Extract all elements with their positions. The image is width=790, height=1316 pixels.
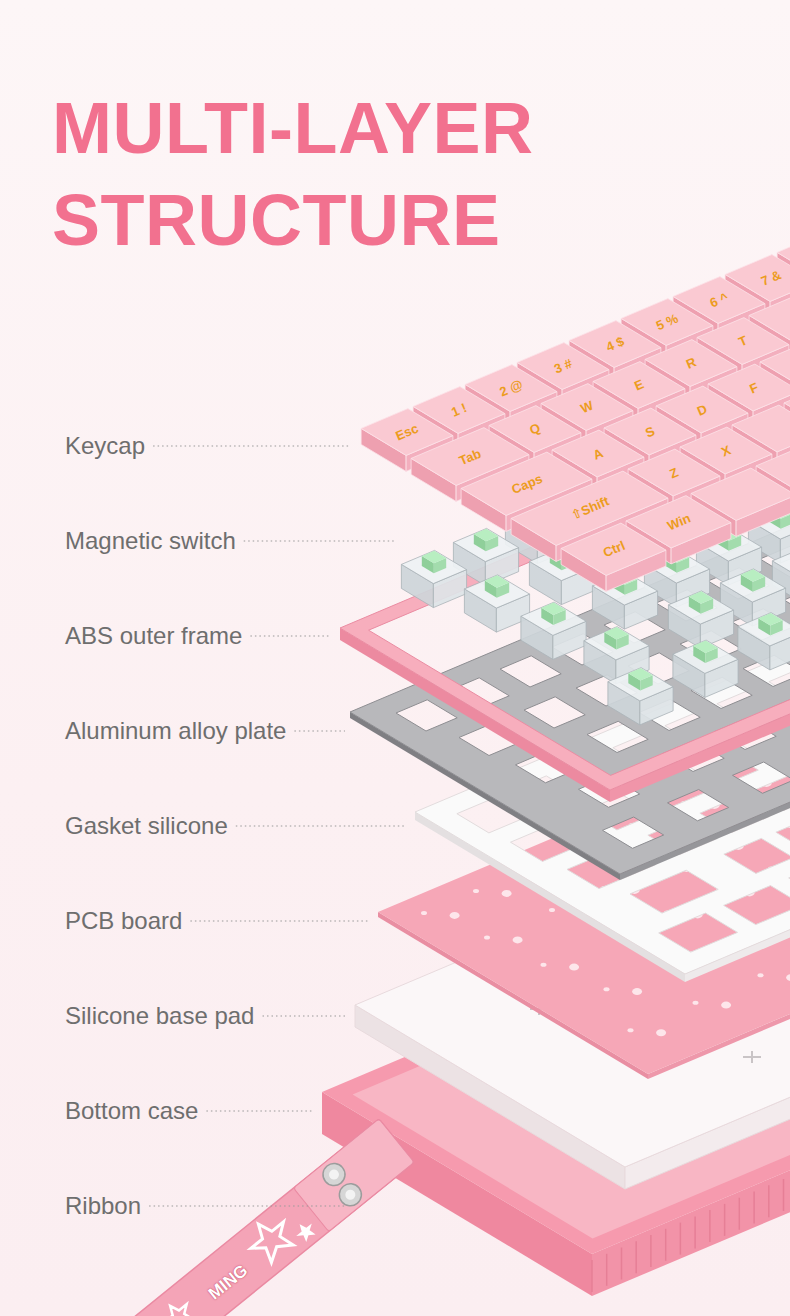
switch-stem (422, 551, 446, 563)
case-rib (606, 1254, 608, 1286)
star (292, 1218, 319, 1245)
ribbon-strap (130, 1119, 414, 1316)
leader-line (153, 445, 350, 446)
case-rib (709, 1210, 711, 1242)
magnetic-switch (668, 591, 733, 624)
case-rib (650, 1235, 652, 1267)
magnetic-switch (464, 575, 529, 608)
leader-line (263, 1015, 346, 1016)
part-label: Ribbon (65, 1192, 141, 1220)
part-label: ABS outer frame (65, 622, 242, 650)
magnetic-switch (720, 569, 785, 602)
pcb-hole (656, 1029, 666, 1036)
part-label: PCB board (65, 907, 182, 935)
switch-stem (604, 627, 628, 640)
leader-line (294, 730, 345, 731)
part-label: Bottom case (65, 1097, 198, 1125)
pad-cross (751, 1051, 753, 1063)
pcb-hole (786, 974, 790, 981)
magnetic-switch (673, 640, 738, 673)
strap (130, 1119, 414, 1316)
leader-line (250, 635, 330, 636)
part-label: Gasket silicone (65, 812, 228, 840)
switch-stem (474, 529, 498, 541)
magnetic-switch (772, 547, 790, 580)
magnetic-switch (401, 550, 466, 583)
strap-fold (293, 1119, 414, 1232)
abs-frame (340, 628, 610, 802)
snap-button (327, 1168, 341, 1182)
leader-line (190, 920, 370, 921)
case-rib (768, 1185, 770, 1217)
leader-line (236, 825, 405, 826)
case-rib (680, 1223, 682, 1255)
leader-line (244, 540, 395, 541)
case-rib (635, 1241, 637, 1273)
part-label: Magnetic switch (65, 527, 236, 555)
case-rib (753, 1191, 755, 1223)
page-title: MULTI-LAYER STRUCTURE (52, 82, 592, 266)
pcb-hole (484, 936, 490, 940)
case-rib (621, 1248, 623, 1280)
abs-frame (340, 254, 790, 790)
pcb-hole (450, 912, 460, 919)
switch-stem (541, 603, 565, 616)
pcb-hole (513, 936, 523, 943)
switch-stem (628, 668, 652, 681)
part-label: Keycap (65, 432, 145, 460)
pcb-hole (421, 911, 427, 915)
case-rib (591, 1260, 593, 1292)
pcb-hole (604, 987, 610, 991)
case-rib (694, 1216, 696, 1248)
magnetic-switch (453, 528, 518, 561)
part-label: Silicone base pad (65, 1002, 254, 1030)
snap-button (343, 1188, 357, 1202)
pcb-hole (721, 1002, 731, 1009)
keycap (756, 331, 790, 493)
pcb-hole (569, 964, 579, 971)
leader-line (149, 1205, 345, 1206)
switch-stem (758, 613, 782, 626)
switch-stem (741, 569, 765, 581)
pcb-hole (541, 963, 547, 967)
switch-stem (485, 575, 509, 587)
magnetic-switch (521, 602, 586, 635)
magnetic-switch (738, 613, 790, 646)
case-rib (665, 1229, 667, 1261)
part-label: Aluminum alloy plate (65, 717, 286, 745)
pcb-hole (693, 1001, 699, 1005)
pcb-hole (549, 908, 555, 912)
switch-stem (693, 641, 717, 654)
switch-stem (689, 591, 713, 603)
star (242, 1211, 299, 1267)
star (159, 1297, 196, 1316)
pcb-hole (473, 889, 479, 893)
case-rib (739, 1198, 741, 1230)
magnetic-switch (584, 627, 649, 660)
pcb-hole (632, 988, 642, 995)
keycap (561, 523, 666, 575)
case-rib (724, 1204, 726, 1236)
case-rib (783, 1179, 785, 1211)
pcb-hole (502, 890, 512, 897)
magnetic-switch (608, 668, 673, 701)
leader-line (206, 1110, 314, 1111)
pcb-hole (628, 1028, 634, 1032)
pcb-hole (758, 973, 764, 977)
